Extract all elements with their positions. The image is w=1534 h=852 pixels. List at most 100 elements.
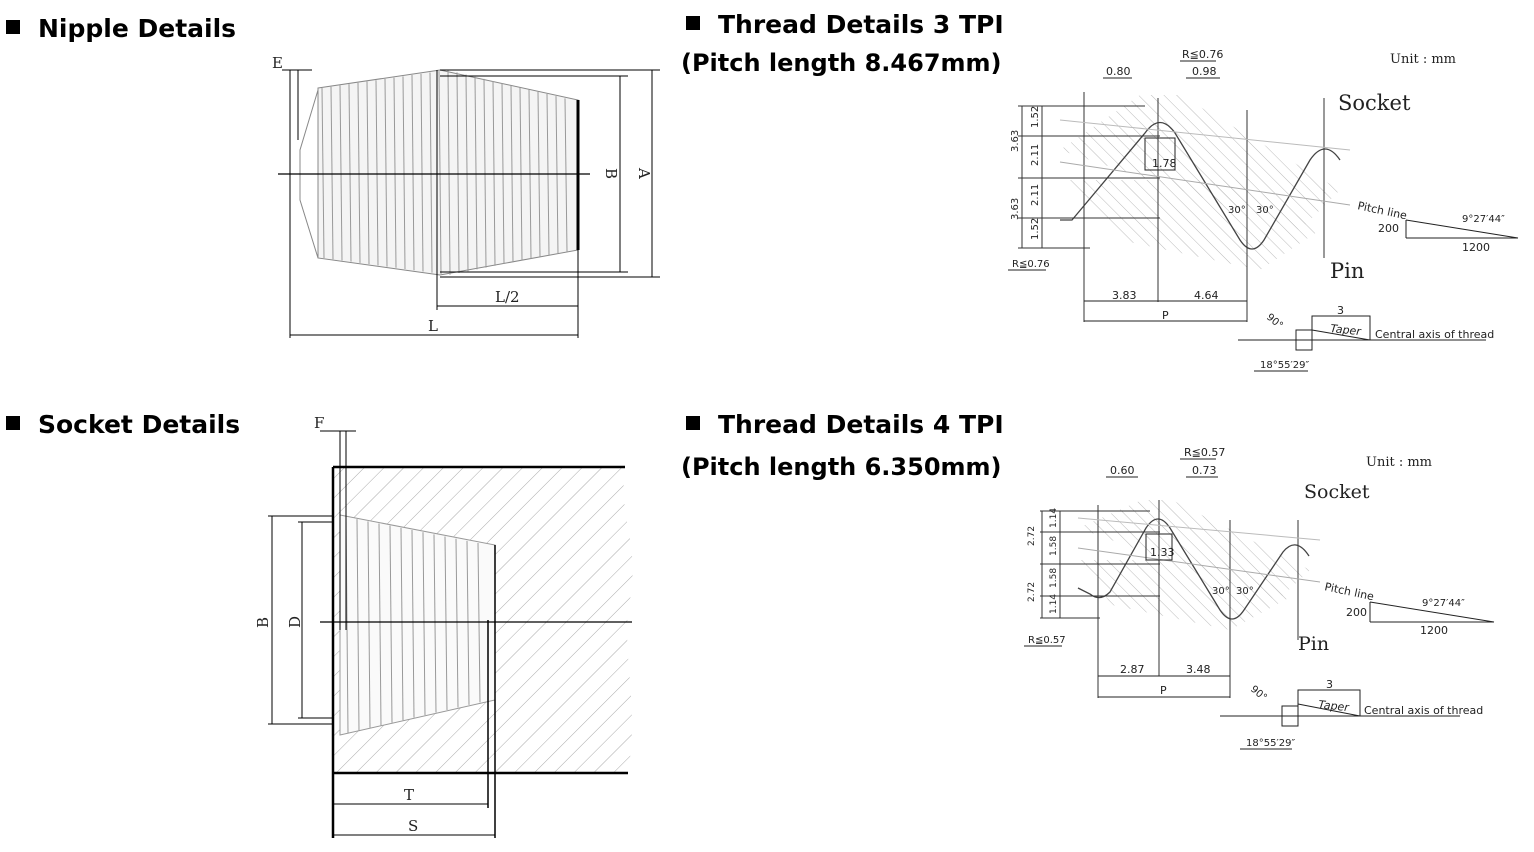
thread-ridge-line bbox=[375, 80, 379, 266]
thread-ridge-line bbox=[422, 532, 426, 716]
t4-n200: 200 bbox=[1346, 606, 1367, 619]
t3-ang2: 18°55′29″ bbox=[1260, 360, 1309, 371]
t4-box-133 bbox=[1145, 533, 1173, 561]
socket-t-label: T bbox=[404, 786, 414, 804]
nipple-left-chamfer bbox=[299, 89, 319, 259]
t3-p-label: P bbox=[1162, 309, 1169, 322]
thread-ridge-line bbox=[321, 87, 325, 259]
socket-thread-ridges bbox=[345, 516, 481, 734]
nipple-a-label: A bbox=[635, 167, 653, 179]
t3-box-178 bbox=[1144, 137, 1176, 171]
thread-4tpi-drawing: 0.60 R≦0.57 0.73 1.33 1.14 1.58 1.58 1.1… bbox=[1024, 446, 1495, 750]
t4-n1200: 1200 bbox=[1420, 624, 1448, 637]
thread-3tpi-heading: Thread Details 3 TPI bbox=[686, 10, 1004, 40]
t3-d178: 1.78 bbox=[1152, 157, 1177, 170]
bullet-square-icon bbox=[686, 16, 700, 30]
thread-ridge-line bbox=[356, 519, 360, 731]
nipple-e-label: E bbox=[272, 54, 283, 72]
t3-central: Central axis of thread bbox=[1375, 328, 1494, 341]
t3-d211a: 2.11 bbox=[1030, 144, 1041, 166]
t3-unit: Unit : mm bbox=[1390, 52, 1456, 67]
t4-r-top: R≦0.57 bbox=[1184, 446, 1225, 459]
t3-taper: Taper bbox=[1330, 322, 1363, 338]
t3-d363a: 3.63 bbox=[1010, 130, 1021, 152]
thread-4tpi-pitch-length: (Pitch length 6.350mm) bbox=[681, 453, 1002, 481]
t3-d152a: 1.52 bbox=[1030, 106, 1041, 128]
socket-s-label: S bbox=[408, 817, 418, 835]
t4-d348: 3.48 bbox=[1186, 663, 1211, 676]
thread-ridge-line bbox=[455, 538, 459, 708]
t4-slant-2 bbox=[1077, 517, 1321, 541]
thread-3tpi-drawing: 0.80 R≦0.76 0.98 1.78 1.52 2.11 2.11 1.5… bbox=[1008, 48, 1519, 372]
t3-a30a: 30° bbox=[1228, 205, 1246, 216]
t3-d211b: 2.11 bbox=[1030, 184, 1041, 206]
t4-taper: Taper bbox=[1318, 698, 1351, 714]
t3-n200: 200 bbox=[1378, 222, 1399, 235]
t4-d158b: 1.58 bbox=[1049, 568, 1059, 588]
thread-ridge-line bbox=[474, 76, 478, 270]
t4-central: Central axis of thread bbox=[1364, 704, 1483, 717]
t3-socket-label: Socket bbox=[1338, 91, 1411, 115]
t4-d287: 2.87 bbox=[1120, 663, 1145, 676]
t3-d080: 0.80 bbox=[1106, 65, 1131, 78]
t4-d272a: 2.72 bbox=[1027, 526, 1037, 546]
t3-n3: 3 bbox=[1337, 304, 1344, 317]
thread-4tpi-heading: Thread Details 4 TPI bbox=[686, 410, 1004, 440]
t3-thread-profile bbox=[1060, 121, 1341, 250]
thread-ridge-line bbox=[378, 523, 382, 726]
thread-ridge-line bbox=[420, 73, 424, 272]
thread-ridge-line bbox=[456, 72, 460, 274]
thread-ridge-line bbox=[330, 86, 334, 260]
t4-a30a: 30° bbox=[1212, 586, 1230, 597]
bullet-square-icon bbox=[6, 416, 20, 430]
t3-d152b: 1.52 bbox=[1030, 218, 1041, 240]
t3-d383: 3.83 bbox=[1112, 289, 1137, 302]
t4-ang2: 18°55′29″ bbox=[1246, 738, 1295, 749]
nipple-l2-label: L/2 bbox=[495, 288, 520, 306]
t4-a30b: 30° bbox=[1236, 586, 1254, 597]
t4-d073: 0.73 bbox=[1192, 464, 1217, 477]
thread-ridge-line bbox=[366, 81, 370, 265]
thread-ridge-line bbox=[411, 75, 415, 271]
t3-pin-label: Pin bbox=[1330, 259, 1364, 283]
thread-ridge-line bbox=[444, 536, 448, 710]
thread-ridge-line bbox=[367, 521, 371, 728]
thread-ridge-line bbox=[411, 530, 415, 718]
t3-slant-2 bbox=[1059, 119, 1351, 151]
t3-r-top: R≦0.76 bbox=[1182, 48, 1223, 61]
t4-d133: 1.33 bbox=[1150, 546, 1175, 559]
t3-taper-hyp bbox=[1405, 219, 1519, 239]
t3-n1200: 1200 bbox=[1462, 241, 1490, 254]
bullet-square-icon bbox=[686, 416, 700, 430]
t3-socket-hatch bbox=[1060, 95, 1340, 230]
t4-d060: 0.60 bbox=[1110, 464, 1135, 477]
thread-ridge-line bbox=[384, 78, 388, 267]
t4-d158a: 1.58 bbox=[1049, 536, 1059, 556]
t3-ang: 9°27′44″ bbox=[1462, 214, 1505, 225]
thread-ridge-line bbox=[400, 527, 404, 721]
t3-d098: 0.98 bbox=[1192, 65, 1217, 78]
nipple-drawing: E A B L/2 L bbox=[272, 54, 660, 338]
thread-ridge-line bbox=[438, 71, 442, 274]
t3-d464: 4.64 bbox=[1194, 289, 1219, 302]
t3-d363b: 3.63 bbox=[1010, 198, 1021, 220]
thread-3tpi-pitch-length: (Pitch length 8.467mm) bbox=[681, 49, 1002, 77]
t4-taper-hyp bbox=[1369, 601, 1495, 623]
t4-d114b: 1.14 bbox=[1049, 594, 1059, 614]
socket-details-heading: Socket Details bbox=[6, 410, 240, 440]
socket-d-label: D bbox=[286, 616, 304, 628]
t4-ang: 9°27′44″ bbox=[1422, 598, 1465, 609]
t3-pin-hatch bbox=[1060, 180, 1320, 270]
thread-ridge-line bbox=[477, 543, 481, 703]
t4-taper-slope bbox=[1297, 703, 1361, 717]
t4-pin-label: Pin bbox=[1298, 633, 1329, 655]
t4-pin-hatch bbox=[1078, 560, 1294, 630]
thread-ridge-line bbox=[393, 77, 397, 268]
nipple-details-heading: Nipple Details bbox=[6, 14, 236, 44]
thread-ridge-line bbox=[564, 98, 568, 252]
bullet-square-icon bbox=[6, 20, 20, 34]
thread-ridge-line bbox=[339, 85, 343, 261]
thread-ridge-line bbox=[447, 70, 451, 275]
t4-socket-label: Socket bbox=[1304, 481, 1370, 503]
